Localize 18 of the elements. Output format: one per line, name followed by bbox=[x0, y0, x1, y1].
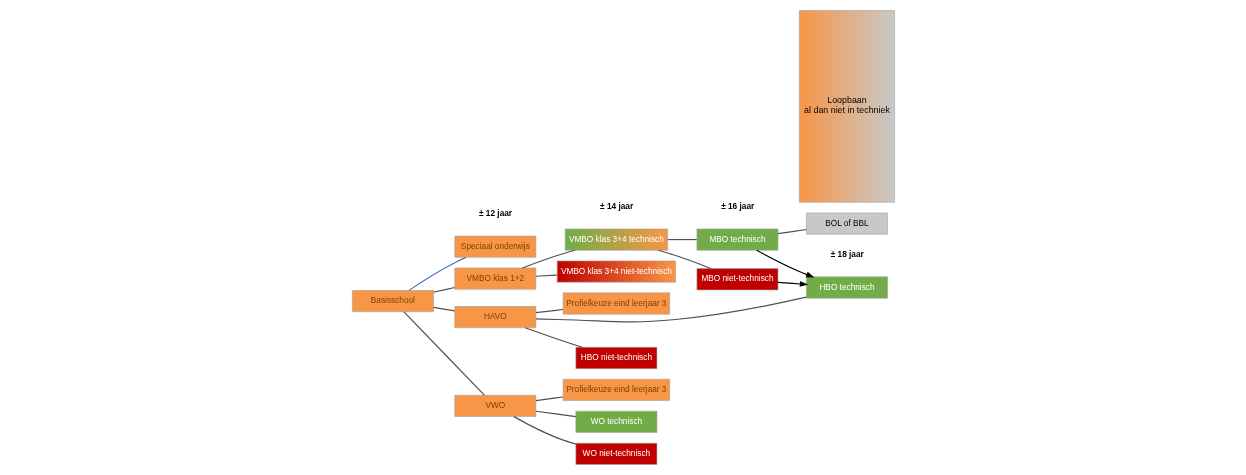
connector bbox=[432, 306, 455, 312]
connector bbox=[512, 416, 576, 445]
connector bbox=[407, 256, 467, 291]
connector bbox=[402, 311, 485, 396]
arrow bbox=[777, 281, 808, 287]
connector bbox=[521, 249, 575, 269]
arrow bbox=[755, 249, 814, 278]
connector bbox=[534, 396, 564, 402]
connector bbox=[666, 239, 697, 241]
connector bbox=[534, 410, 576, 418]
connector bbox=[534, 296, 807, 323]
connector bbox=[534, 274, 558, 277]
connector bbox=[432, 286, 455, 293]
connector bbox=[657, 249, 712, 270]
node-box: Loopbaan al dan niet in techniek bbox=[798, 10, 895, 203]
connector bbox=[524, 327, 583, 348]
connector bbox=[777, 228, 807, 235]
connector bbox=[534, 308, 564, 314]
